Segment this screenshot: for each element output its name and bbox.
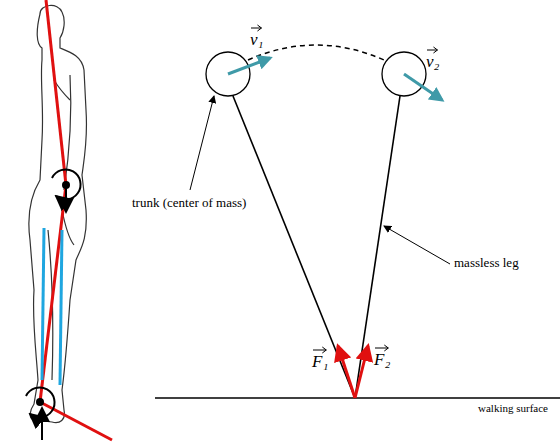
label-text: v₂ — [426, 52, 439, 71]
moment-arrow — [52, 169, 81, 199]
velocity-arrow — [228, 58, 270, 74]
joint-dot — [36, 398, 44, 406]
blue-line — [60, 230, 62, 385]
leg-line — [40, 185, 66, 402]
label-text: v₁ — [250, 30, 263, 49]
blue-line — [42, 228, 44, 380]
label-text: walking surface — [478, 402, 548, 414]
force-arrow — [338, 346, 355, 398]
human-figure — [29, 5, 87, 422]
vector-overarrow — [374, 344, 390, 352]
vector-label: F₂ — [374, 350, 390, 370]
surface-label: walking surface — [478, 402, 548, 415]
vector-label: v₂ — [426, 52, 439, 72]
foot-line — [40, 402, 112, 440]
leader-arrow — [384, 226, 450, 264]
vector-label: v₁ — [250, 30, 263, 50]
ground-line — [155, 397, 560, 398]
label-text: F₂ — [374, 350, 390, 369]
part-label: trunk (center of mass) — [132, 196, 246, 211]
vector-overarrow — [250, 24, 263, 32]
vector-overarrow — [312, 346, 328, 354]
force-arrow — [41, 408, 43, 440]
leg-line — [355, 96, 400, 398]
force-arrow — [355, 346, 368, 398]
vector-overarrow — [426, 46, 439, 54]
label-text: trunk (center of mass) — [132, 195, 246, 210]
trunk-line — [46, 0, 66, 185]
joint-dot — [62, 181, 70, 189]
moment-arrow — [26, 387, 55, 417]
velocity-arrow — [404, 74, 442, 100]
label-text: F₁ — [312, 352, 328, 371]
vector-label: F₁ — [312, 352, 328, 372]
part-label: massless leg — [454, 256, 519, 271]
leg-line — [233, 96, 355, 398]
leader-arrow — [190, 96, 214, 190]
label-text: massless leg — [454, 255, 519, 270]
